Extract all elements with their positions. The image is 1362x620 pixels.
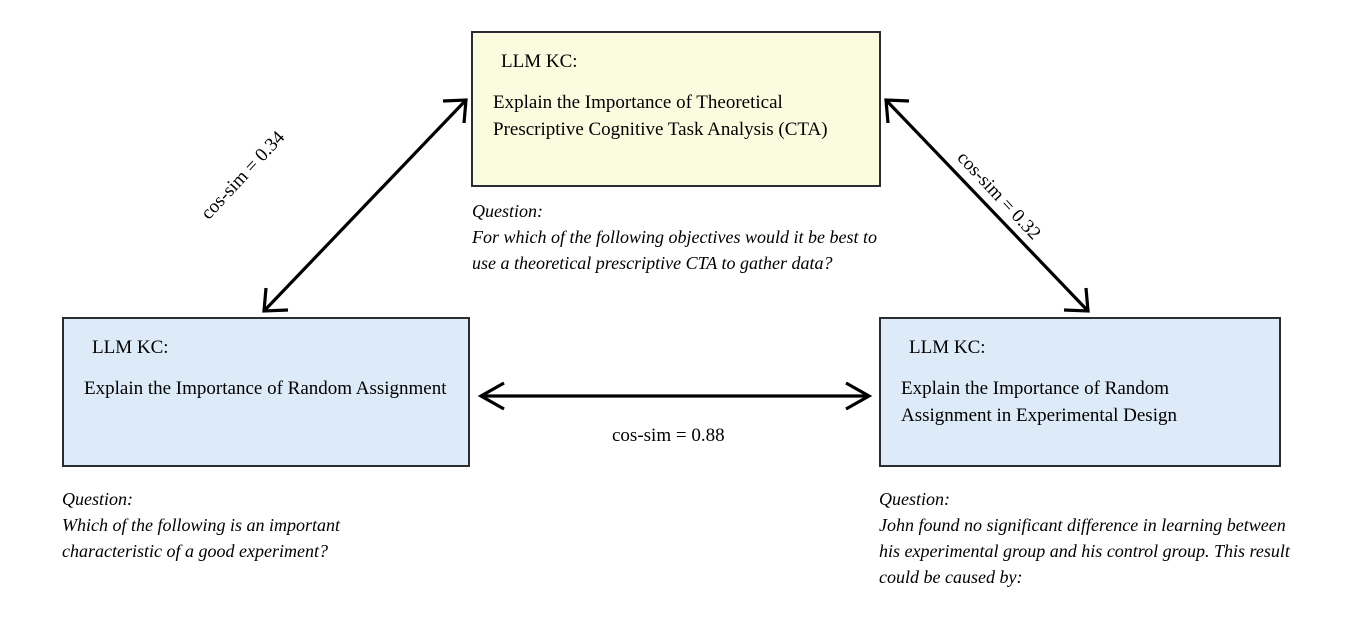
- node-top-label: LLM KC:: [501, 51, 578, 72]
- edge-label-left-right: cos-sim = 0.88: [612, 425, 725, 446]
- node-left-label: LLM KC:: [92, 337, 169, 358]
- node-left-llm-kc[interactable]: LLM KC: Explain the Importance of Random…: [62, 317, 470, 467]
- node-left-question-text: Which of the following is an important c…: [62, 515, 340, 562]
- edge-top-left: [262, 98, 468, 313]
- node-top-llm-kc[interactable]: LLM KC: Explain the Importance of Theore…: [471, 31, 881, 187]
- edge-left-right: [477, 381, 873, 411]
- node-left-question: Question: Which of the following is an i…: [62, 486, 392, 564]
- node-top-question-text: For which of the following objectives wo…: [472, 227, 877, 274]
- edge-top-right: [884, 98, 1090, 313]
- node-right-question: Question: John found no significant diff…: [879, 486, 1299, 590]
- node-right-label: LLM KC:: [909, 337, 986, 358]
- node-right-title: Explain the Importance of Random Assignm…: [901, 377, 1177, 426]
- node-top-question: Question: For which of the following obj…: [472, 198, 892, 276]
- node-right-question-text: John found no significant difference in …: [879, 515, 1290, 588]
- node-left-title: Explain the Importance of Random Assignm…: [84, 377, 447, 399]
- node-top-title: Explain the Importance of Theoretical Pr…: [493, 91, 828, 140]
- node-left-question-heading: Question:: [62, 489, 133, 509]
- edge-label-top-left: cos-sim = 0.34: [196, 127, 290, 224]
- edge-label-top-right: cos-sim = 0.32: [952, 147, 1045, 245]
- node-right-llm-kc[interactable]: LLM KC: Explain the Importance of Random…: [879, 317, 1281, 467]
- node-top-question-heading: Question:: [472, 201, 543, 221]
- node-right-question-heading: Question:: [879, 489, 950, 509]
